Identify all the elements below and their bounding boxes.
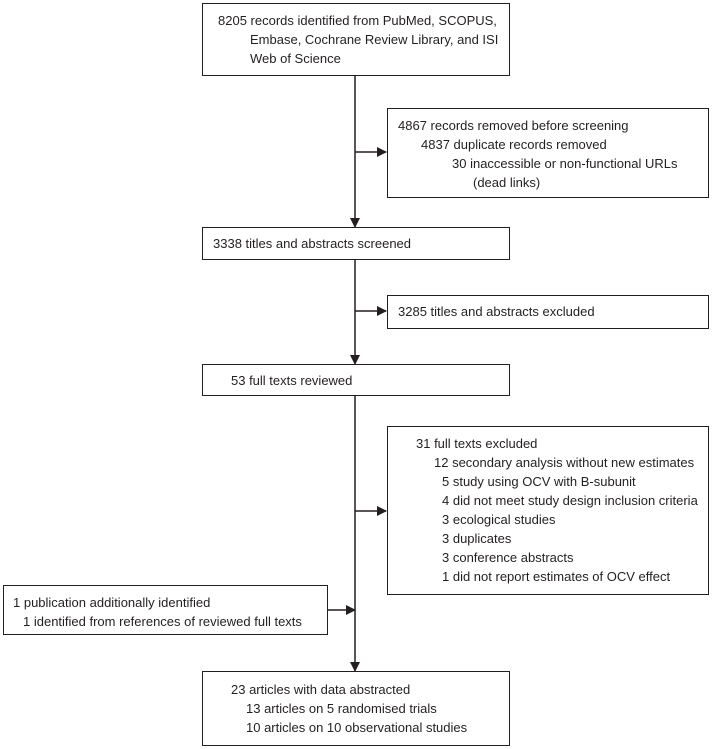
exclusion-reason-text: 3 duplicates [442, 531, 512, 546]
dead-links-text: (dead links) [473, 175, 541, 190]
full-texts-text: 53 full texts reviewed [231, 373, 353, 388]
exclusion-reason-text: 3 ecological studies [442, 512, 556, 527]
records-identified-text: 8205 records identified from PubMed, SCO… [218, 13, 497, 28]
records-identified-text: Web of Science [250, 51, 341, 66]
exclusion-reason-text: 1 did not report estimates of OCV effect [442, 569, 671, 584]
exclusion-reason-text: 12 secondary analysis without new estima… [434, 455, 695, 470]
excluded-screening-box: 3285 titles and abstracts excluded [387, 295, 709, 329]
exclusion-reason-text: 4 did not meet study design inclusion cr… [442, 493, 698, 508]
screened-text: 3338 titles and abstracts screened [213, 236, 412, 251]
screened-box: 3338 titles and abstracts screened [202, 227, 510, 260]
records-removed-text: 4867 records removed before screening [398, 118, 629, 133]
additional-publication-text: 1 publication additionally identified [13, 595, 211, 610]
records-identified-text: Embase, Cochrane Review Library, and ISI [250, 32, 499, 47]
observational-studies-text: 10 articles on 10 observational studies [246, 720, 468, 735]
records-removed-box: 4867 records removed before screening 48… [387, 108, 709, 198]
excluded-full-total-text: 31 full texts excluded [416, 436, 538, 451]
full-texts-box: 53 full texts reviewed [202, 364, 510, 396]
excluded-full-texts-box: 31 full texts excluded 12 secondary anal… [387, 426, 709, 595]
included-articles-box: 23 articles with data abstracted 13 arti… [202, 671, 510, 746]
excluded-screening-text: 3285 titles and abstracts excluded [398, 304, 595, 319]
inaccessible-urls-text: 30 inaccessible or non-functional URLs [452, 156, 678, 171]
duplicate-records-text: 4837 duplicate records removed [421, 137, 607, 152]
exclusion-reason-text: 5 study using OCV with B-subunit [442, 474, 636, 489]
additional-source-text: 1 identified from references of reviewed… [23, 614, 302, 629]
included-articles-text: 23 articles with data abstracted [231, 682, 411, 697]
randomised-trials-text: 13 articles on 5 randomised trials [246, 701, 437, 716]
additional-publication-box: 1 publication additionally identified 1 … [3, 585, 328, 635]
exclusion-reason-text: 3 conference abstracts [442, 550, 574, 565]
records-identified-box: 8205 records identified from PubMed, SCO… [202, 3, 510, 76]
